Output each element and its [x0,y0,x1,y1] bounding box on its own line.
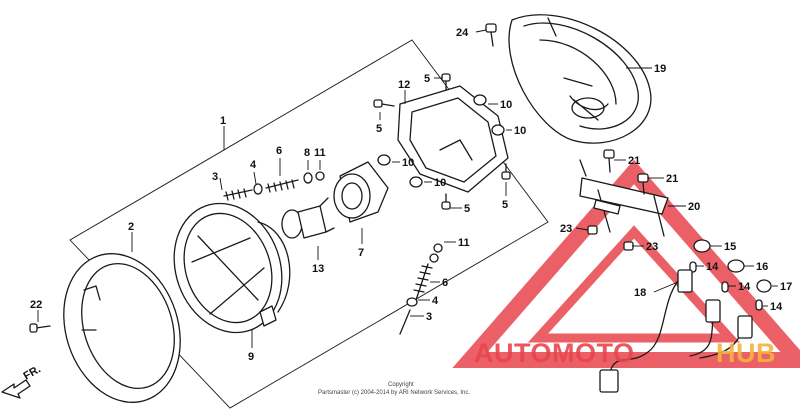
callout-7: 7 [358,247,364,259]
leader-lines [37,29,778,348]
socket-16 [727,259,745,273]
callout-18: 18 [634,287,646,299]
grommet-10b [377,154,391,166]
callout-14: 14 [770,301,783,313]
callout-23: 23 [560,223,572,235]
bolt-24 [485,23,497,47]
screw-5a [441,73,451,91]
callout-6: 6 [442,277,448,289]
callout-9: 9 [248,351,254,363]
headlight-unit-9 [173,202,291,334]
callout-24: 24 [456,27,469,39]
bulb-13 [281,197,335,239]
callout-labels: 24 19 12 5 10 5 10 10 10 5 5 1 6 8 11 4 … [30,27,792,363]
bulb-14b [721,281,729,293]
callout-17: 17 [780,281,792,293]
watermark-triangle-outer [452,159,800,368]
screw-5d [501,163,511,180]
screw-5c [441,193,451,210]
socket-15 [693,239,711,253]
adjuster-screw-upper [223,171,325,201]
bulb-14c [755,299,763,311]
callout-21: 21 [666,173,678,185]
front-label: FR. [22,363,43,382]
callout-10: 10 [500,99,512,111]
inner-case-12 [397,85,509,193]
grommet-10d [409,176,423,188]
callout-11: 11 [314,147,326,159]
watermark-text-gold: HUB [716,338,776,368]
headlight-case [508,14,652,144]
bracket-20 [579,159,669,237]
callout-12: 12 [398,79,410,91]
callout-5: 5 [464,203,470,215]
clip-23a [587,225,598,235]
grommet-10c [491,124,505,136]
bulb-14a [689,261,697,273]
callout-3: 3 [212,171,218,183]
copyright-line2: Partsmaster (c) 2004-2014 by ARI Network… [318,390,470,396]
callout-3: 3 [426,311,432,323]
socket-17 [756,279,772,293]
screw-22 [29,323,51,333]
callout-22: 22 [30,299,42,311]
callout-6: 6 [276,145,282,157]
callout-15: 15 [724,241,736,253]
grommet-10a [473,94,487,106]
callout-1: 1 [220,115,226,127]
callout-2: 2 [128,221,134,233]
clip-23b [623,241,634,251]
callout-4: 4 [250,159,257,171]
callout-14: 14 [738,281,751,293]
callout-10: 10 [434,177,446,189]
adjuster-screw-lower [399,243,443,335]
watermark-text: AUTOMOTO HUB [474,338,776,368]
watermark-text-red: AUTOMOTO [474,338,635,368]
wire-harness-18 [599,269,753,393]
callout-5: 5 [502,199,508,211]
callout-10: 10 [514,125,526,137]
callout-5: 5 [424,73,430,85]
screw-5b [373,99,395,108]
callout-19: 19 [654,63,666,75]
callout-10: 10 [402,157,414,169]
callout-23: 23 [646,241,658,253]
copyright-line1: Copyright [388,382,414,388]
callout-5: 5 [376,123,382,135]
callout-13: 13 [312,263,324,275]
callout-20: 20 [688,201,700,213]
callout-11: 11 [458,237,470,249]
callout-4: 4 [432,295,439,307]
callout-14: 14 [706,261,719,273]
callout-21: 21 [628,155,640,167]
dust-cover-7 [333,161,389,223]
front-arrow [1,379,31,399]
rim-2 [63,253,181,403]
bolt-21a [603,149,615,173]
callout-8: 8 [304,147,310,159]
callout-16: 16 [756,261,768,273]
